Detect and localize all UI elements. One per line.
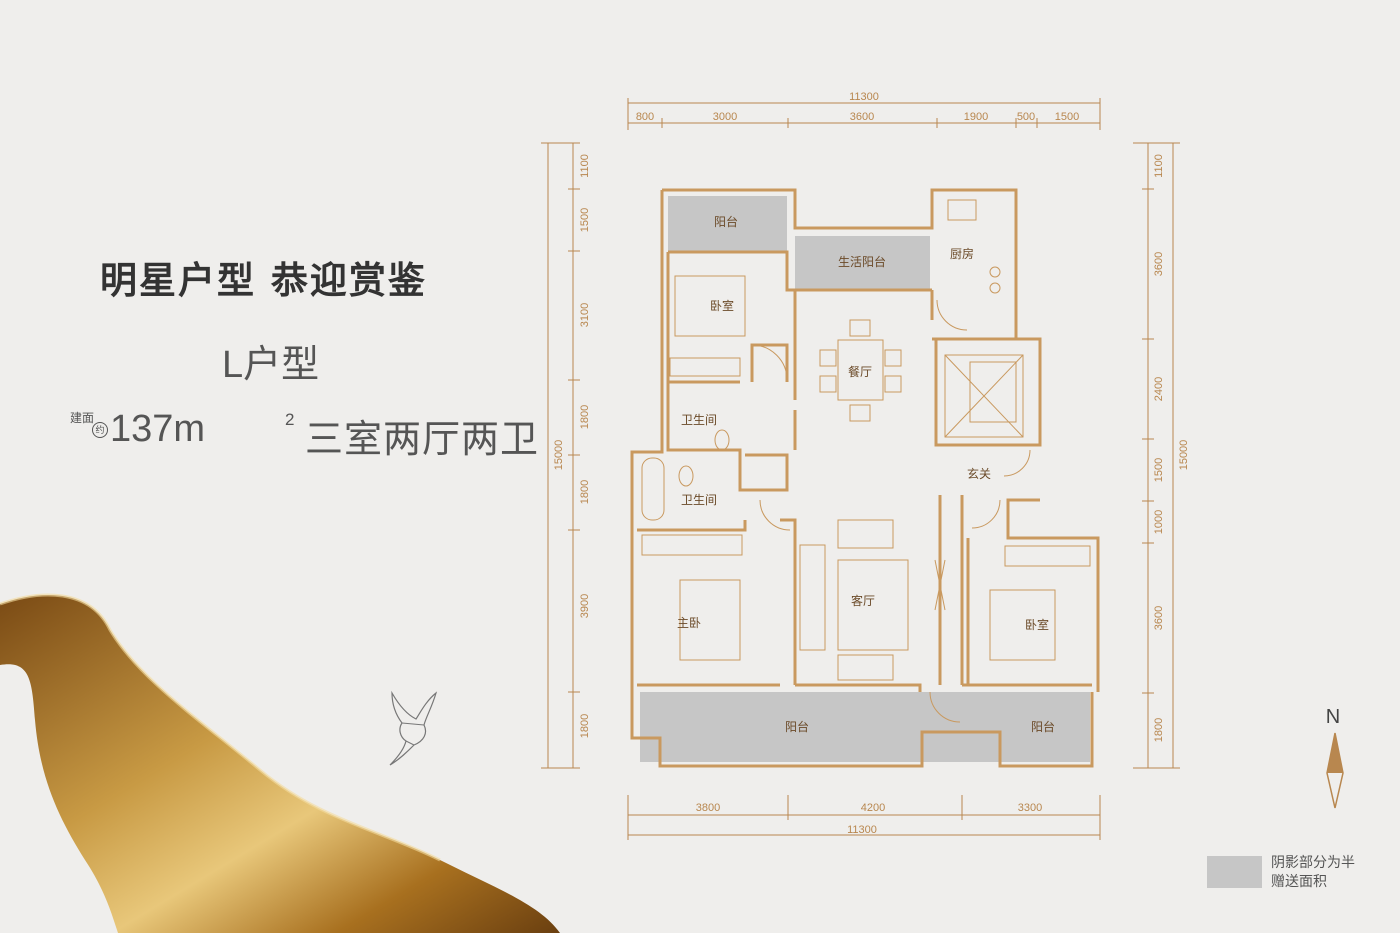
dim-right-total: 15000 [1178,440,1190,471]
dim-top-seg: 3600 [850,111,874,123]
dim-top-seg: 500 [1017,111,1035,123]
dim-top-seg: 3000 [713,111,737,123]
dim-right-seg: 3600 [1153,252,1165,276]
room-label-foyer: 玄关 [967,466,991,481]
dim-right-seg: 3600 [1153,606,1165,630]
dim-left-seg: 1500 [579,208,591,232]
headline-title: 明星户型 恭迎赏鉴 [100,258,427,302]
room-label-bathroom-1: 卫生间 [681,413,717,427]
dim-top-total: 11300 [849,91,879,103]
room-label-balcony-s1: 阳台 [785,719,809,734]
dim-left-total: 15000 [553,440,565,471]
dimension-lines [541,98,1180,840]
dim-right-seg: 1800 [1153,718,1165,742]
room-label-bathroom-2: 卫生间 [681,493,717,507]
room-label-dining: 餐厅 [848,364,872,379]
approx-mark: 约 [92,422,108,438]
dim-bottom-seg: 4200 [861,802,885,814]
unit-type-name: L户型 [222,344,320,386]
dim-right-seg: 2400 [1153,377,1165,401]
dim-left-seg: 3900 [579,594,591,618]
room-label-master-bedroom: 主卧 [677,616,701,630]
fixtures [641,199,1091,723]
dim-left-seg: 3100 [579,303,591,327]
dim-left-seg: 1800 [579,405,591,429]
room-label-living: 客厅 [851,593,875,608]
dim-right-seg: 1000 [1153,510,1165,534]
dim-right-seg: 1100 [1153,154,1165,178]
dim-right-seg: 1500 [1153,458,1165,482]
dim-top-seg: 1500 [1055,111,1079,123]
room-label-utility-balcony: 生活阳台 [838,254,886,269]
layout-description: 三室两厅两卫 [305,419,540,461]
legend-text: 阴影部分为半赠送面积 [1271,854,1355,889]
compass-label: N [1326,706,1340,728]
compass-north-icon: N [1326,706,1344,809]
swallow-bird-icon [389,690,438,766]
legend-swatch [1207,856,1262,888]
room-label-kitchen: 厨房 [950,246,974,261]
room-label-bedroom-se: 卧室 [1025,617,1049,632]
shaded-areas [640,196,1090,762]
dim-left-seg: 1800 [579,714,591,738]
dim-bottom-total: 11300 [847,824,877,836]
dim-top-seg: 1900 [964,111,988,123]
dim-left-seg: 1100 [579,154,591,178]
area-unit-superscript: 2 [285,410,295,429]
room-label-balcony-s2: 阳台 [1031,719,1055,734]
dim-top-seg: 800 [636,111,654,123]
room-label-bedroom-nw: 卧室 [710,298,734,313]
dim-bottom-seg: 3800 [696,802,720,814]
area-prefix-label: 建面 [70,411,95,425]
dim-left-seg: 1800 [579,480,591,504]
dim-bottom-seg: 3300 [1018,802,1042,814]
area-value: 137m [110,408,206,450]
walls [630,188,1100,768]
room-label-balcony-nw: 阳台 [714,214,738,229]
